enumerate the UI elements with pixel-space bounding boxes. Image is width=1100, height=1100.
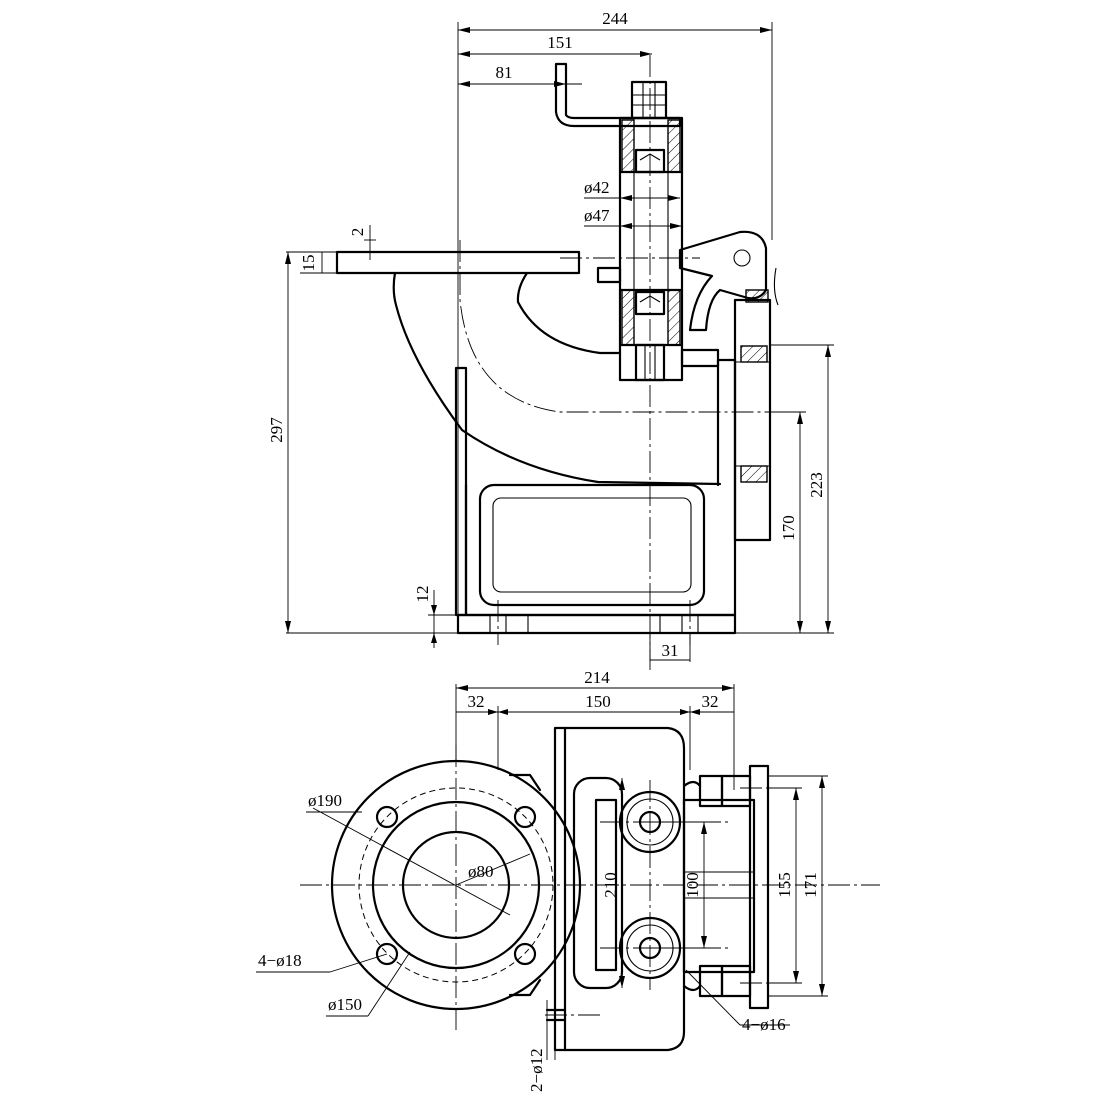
housing-body	[464, 358, 737, 617]
flange-bolt-holes	[375, 805, 537, 966]
dim-2: 2	[348, 228, 367, 237]
elbow-outer-wall	[392, 271, 722, 486]
dim-2-o12: 2−ø12	[527, 1048, 546, 1092]
dim-12: 12	[413, 586, 432, 603]
dim-244: 244	[602, 9, 628, 28]
dim-81: 81	[496, 63, 513, 82]
dim-o42: ø42	[584, 178, 610, 197]
lever-arm	[678, 230, 768, 332]
dim-150: 150	[585, 692, 611, 711]
elbow-centerline	[459, 240, 800, 413]
dim-210: 210	[601, 872, 620, 898]
housing-window-inner	[492, 497, 692, 593]
dim-32-right: 32	[702, 692, 719, 711]
support-plate	[454, 366, 468, 617]
outlet-flange	[733, 298, 772, 542]
dim-100: 100	[683, 872, 702, 898]
elbow-inner-wall	[516, 271, 622, 355]
dim-32-left: 32	[468, 692, 485, 711]
dim-15: 15	[299, 255, 318, 272]
dim-170: 170	[779, 515, 798, 541]
dim-214: 214	[584, 668, 610, 687]
outlet-flange-top	[748, 764, 770, 1010]
base-plate	[456, 613, 737, 635]
top-view: 214 32 150 32 ø190 ø80 4−ø18 ø150 210	[256, 668, 880, 1092]
dim-4-o18: 4−ø18	[258, 951, 302, 970]
outlet-neck	[682, 798, 756, 974]
top-nut	[630, 80, 668, 120]
dim-o150: ø150	[328, 995, 362, 1014]
dim-31: 31	[662, 641, 679, 660]
dim-o47: ø47	[584, 206, 610, 225]
dim-171: 171	[801, 872, 820, 898]
housing-window-outer	[478, 483, 706, 607]
dim-155: 155	[775, 872, 794, 898]
front-view: 244 151 81 ø42 ø47 2 15 297	[267, 9, 834, 670]
front-dimensions: 244 151 81 ø42 ø47 2 15 297	[267, 9, 834, 662]
dim-223: 223	[807, 472, 826, 498]
dim-o80: ø80	[468, 862, 494, 881]
pump-body-outline	[553, 726, 686, 1052]
dim-297: 297	[267, 417, 286, 443]
top-dimensions: 214 32 150 32 ø190 ø80 4−ø18 ø150 210	[256, 668, 828, 1092]
dim-151: 151	[547, 33, 573, 52]
dim-o190: ø190	[308, 791, 342, 810]
dim-4-o16: 4−ø16	[742, 1015, 786, 1034]
